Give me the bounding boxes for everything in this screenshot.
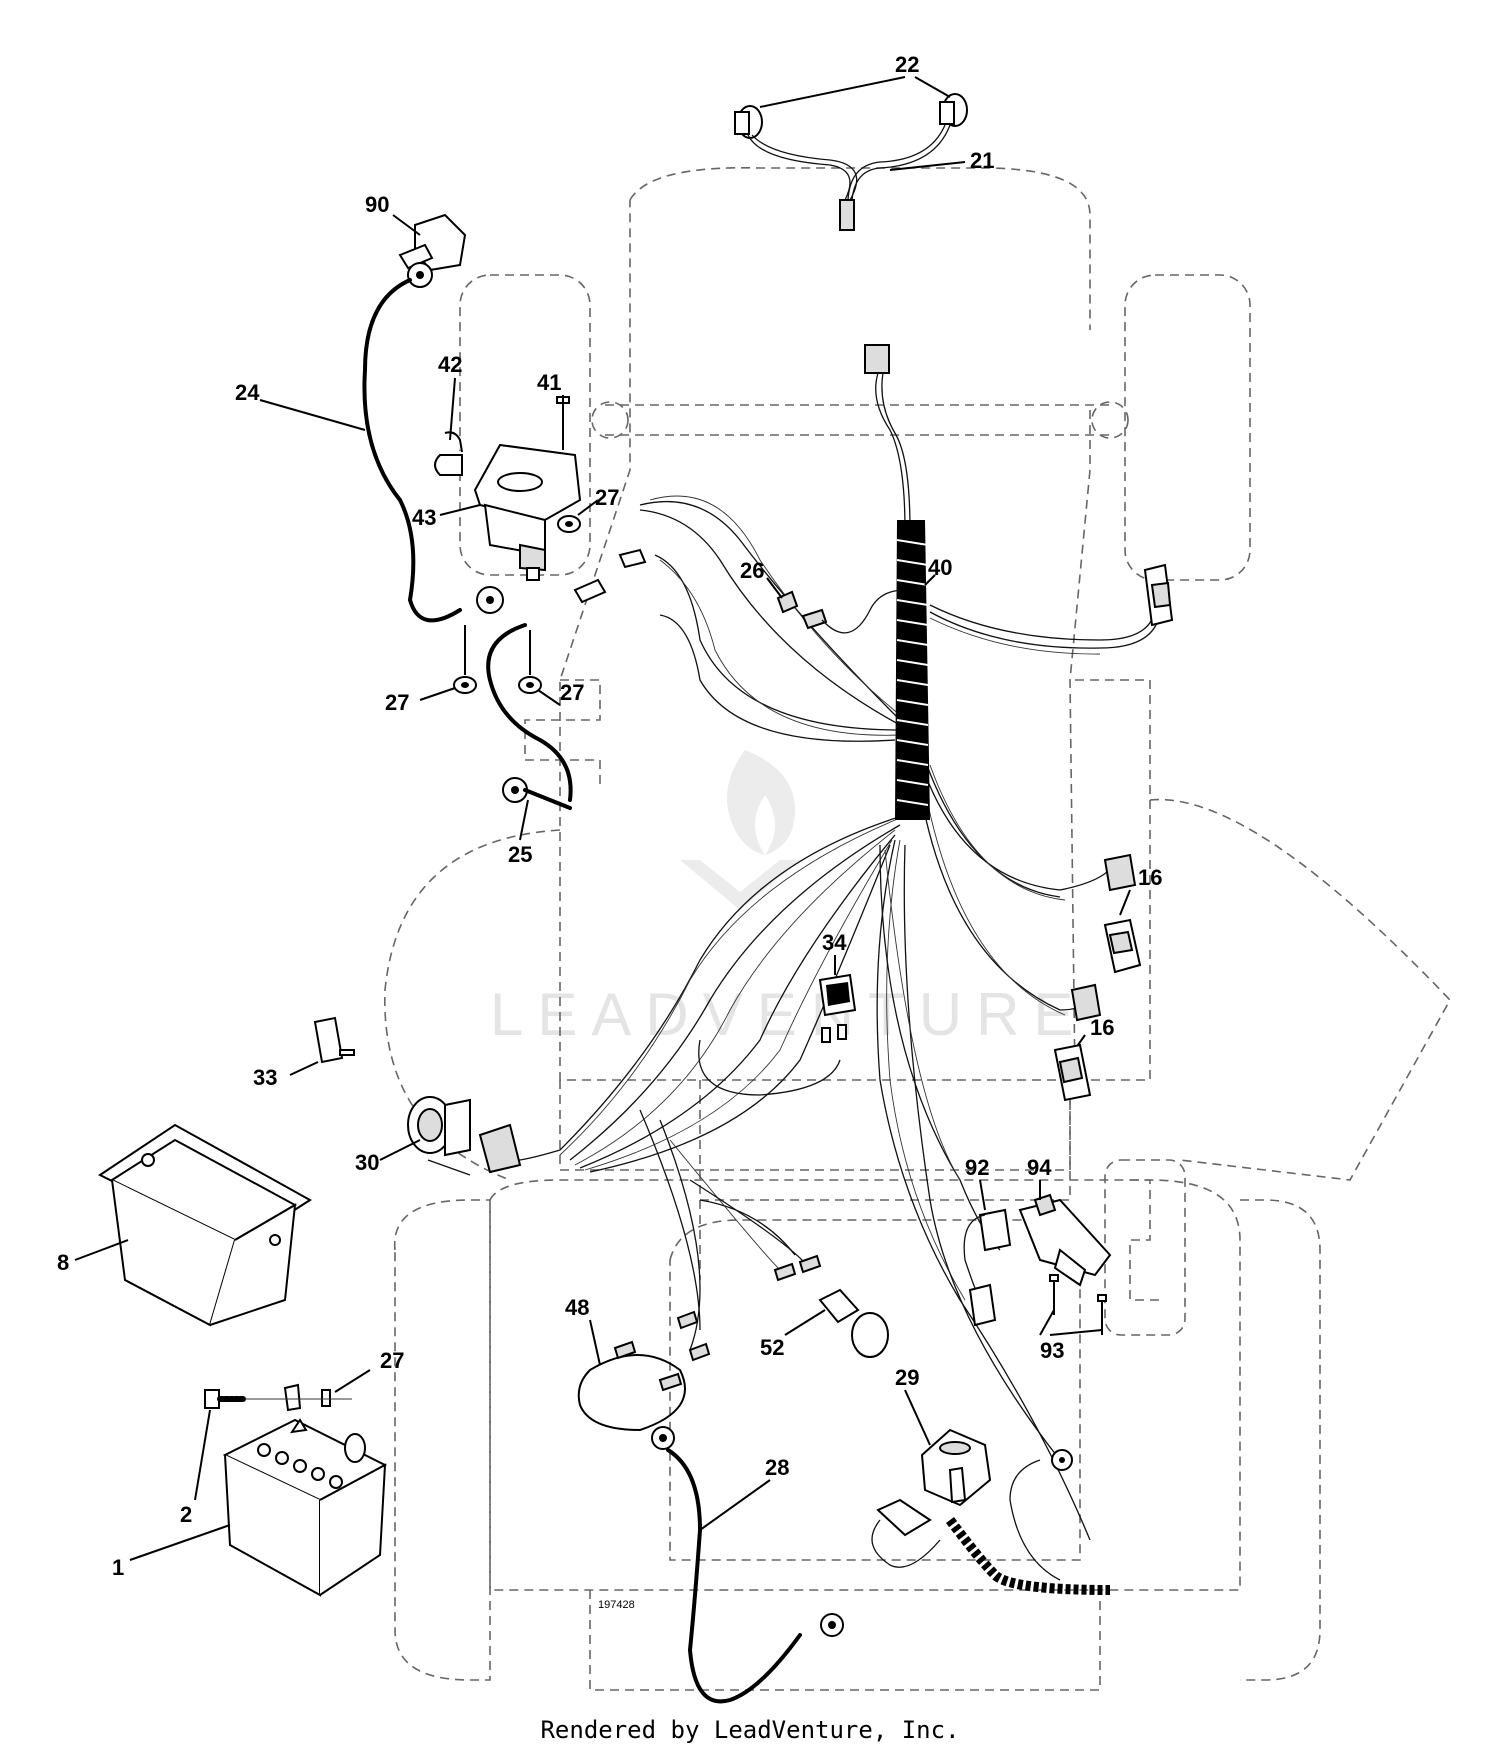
main-wiring-harness — [499, 344, 1174, 1541]
callout-43: 43 — [412, 505, 436, 530]
callout-41: 41 — [537, 370, 561, 395]
callout-52: 52 — [760, 1335, 784, 1360]
part-43-solenoid — [473, 443, 582, 581]
part-92-switch — [963, 1208, 1012, 1327]
figure-number: 197428 — [598, 1599, 635, 1611]
callout-42: 42 — [438, 352, 462, 377]
callout-48: 48 — [565, 1295, 589, 1320]
nut-27c — [518, 676, 542, 694]
part-48-boot — [577, 1254, 822, 1432]
watermark-logo — [680, 750, 800, 910]
callout-27d: 27 — [380, 1348, 404, 1373]
part-16-connector-b — [1053, 1043, 1092, 1102]
part-8-battery-tray — [98, 1123, 312, 1327]
callout-26: 26 — [740, 558, 764, 583]
part-16-connector-a — [1103, 918, 1142, 974]
part-42-clip — [434, 431, 463, 476]
callout-30: 30 — [355, 1150, 379, 1175]
leader-lines — [74, 76, 1131, 1561]
part-94-bracket — [1018, 1193, 1112, 1287]
part-90-knob — [398, 213, 467, 272]
callout-16b: 16 — [1090, 1015, 1114, 1040]
part-24-cable — [362, 262, 573, 810]
callouts: 22 21 90 42 41 24 27 43 40 26 27 27 25 1… — [57, 52, 1162, 1580]
callout-93: 93 — [1040, 1338, 1064, 1363]
part-40-loom — [895, 520, 930, 820]
part-93-screws — [1049, 1274, 1107, 1335]
nut-27b — [453, 676, 477, 694]
callout-28: 28 — [765, 1455, 789, 1480]
callout-8: 8 — [57, 1250, 69, 1275]
callout-29: 29 — [895, 1365, 919, 1390]
callout-92: 92 — [965, 1155, 989, 1180]
part-28-cable — [651, 1426, 844, 1704]
part-30-ignition-switch — [407, 1096, 522, 1176]
part-29-switch — [871, 1428, 1111, 1595]
nut-27a — [557, 515, 581, 533]
callout-27b: 27 — [385, 690, 409, 715]
part-1-battery — [222, 1418, 388, 1597]
callout-2: 2 — [180, 1502, 192, 1527]
callout-34: 34 — [822, 930, 847, 955]
callout-16a: 16 — [1138, 865, 1162, 890]
part-33-key — [313, 1016, 355, 1064]
part-27-nut-battery — [283, 1383, 331, 1412]
callout-94: 94 — [1027, 1155, 1052, 1180]
callout-40: 40 — [928, 555, 952, 580]
callout-1: 1 — [112, 1555, 124, 1580]
headlight-harness — [734, 93, 968, 231]
callout-90: 90 — [365, 192, 389, 217]
part-2-bolt — [204, 1389, 248, 1409]
callout-27a: 27 — [595, 485, 619, 510]
watermark-text: LEADVENTURE — [490, 981, 1087, 1048]
callout-22: 22 — [895, 52, 919, 77]
callout-24: 24 — [235, 380, 260, 405]
callout-25: 25 — [508, 842, 532, 867]
callout-33: 33 — [253, 1065, 277, 1090]
tractor-outline — [384, 166, 1451, 1691]
part-52-cap — [818, 1288, 889, 1358]
callout-27c: 27 — [560, 680, 584, 705]
part-34-switch — [818, 973, 857, 1043]
callout-21: 21 — [970, 148, 994, 173]
render-credit: Rendered by LeadVenture, Inc. — [540, 1716, 960, 1744]
